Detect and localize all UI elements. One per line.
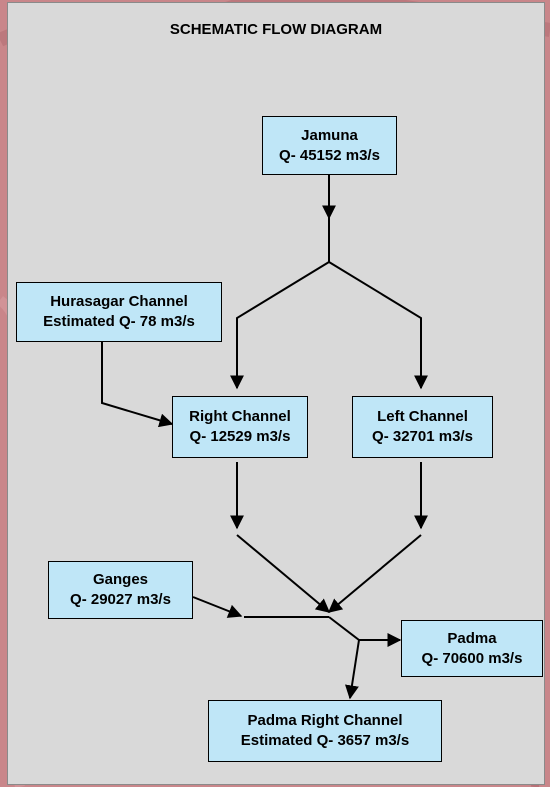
node-jamuna-name: Jamuna (301, 126, 358, 144)
connector-right-to-confluence (236, 534, 331, 613)
node-ganges-name: Ganges (92, 571, 149, 588)
node-padma: Padma Q- 70600 m3/s (401, 620, 543, 677)
node-ganges-flow: Q- 29027 m3/s (70, 591, 171, 608)
node-right-channel-name: Right Channel (189, 408, 291, 425)
node-padma-right-channel: Padma Right Channel Estimated Q- 3657 m3… (208, 700, 442, 762)
connector-split-to-right (230, 261, 330, 390)
node-jamuna-flow: Q- 45152 m3/s (279, 146, 380, 164)
node-padma-right-flow: Estimated Q- 3657 m3/s (240, 732, 410, 749)
node-left-channel-flow: Q- 32701 m3/s (372, 428, 473, 445)
node-right-channel-flow: Q- 12529 m3/s (189, 428, 291, 445)
node-padma-name: Padma (447, 629, 497, 647)
connector-split-to-left (328, 261, 428, 390)
node-jamuna: Jamuna Q- 45152 m3/s (262, 116, 397, 175)
node-hurasagar-flow: Estimated Q- 78 m3/s (43, 313, 195, 330)
diagram-title: SCHEMATIC FLOW DIAGRAM (169, 21, 383, 38)
node-right-channel: Right Channel Q- 12529 m3/s (172, 396, 308, 458)
connector-left-to-confluence (327, 534, 422, 613)
node-padma-right-name: Padma Right Channel (247, 712, 403, 729)
connector-confluence-stem (328, 616, 360, 641)
node-padma-flow: Q- 70600 m3/s (421, 649, 523, 667)
node-hurasagar-name: Hurasagar Channel (50, 293, 188, 310)
connector-ganges-in (192, 596, 243, 618)
connector-hurasagar-to-right (101, 342, 174, 428)
node-hurasagar-channel: Hurasagar Channel Estimated Q- 78 m3/s (16, 282, 222, 342)
node-left-channel: Left Channel Q- 32701 m3/s (352, 396, 493, 458)
node-ganges: Ganges Q- 29027 m3/s (48, 561, 193, 619)
node-left-channel-name: Left Channel (377, 408, 468, 425)
connector-to-padma-right (345, 639, 360, 700)
